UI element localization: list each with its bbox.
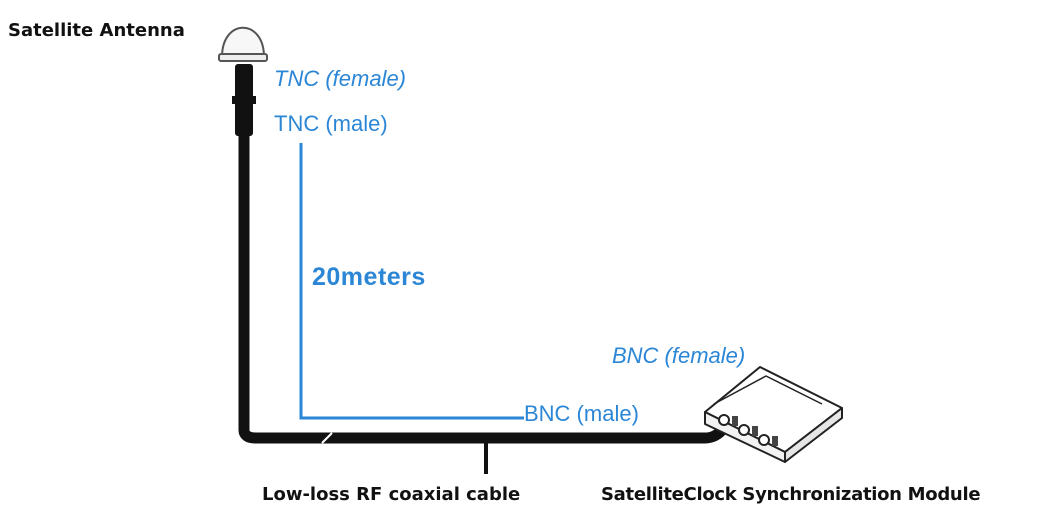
bnc-female-label: BNC (female) [612, 343, 746, 368]
cable-label: Low-loss RF coaxial cable [262, 484, 521, 505]
tnc-female-label: TNC (female) [274, 66, 407, 91]
module-label: SatelliteClock Synchronization Module [601, 484, 981, 505]
antenna-label: Satellite Antenna [8, 20, 185, 41]
tnc-male-label: TNC (male) [274, 111, 388, 136]
module-box-icon [704, 366, 843, 463]
length-bracket [299, 143, 524, 420]
antenna-dome-icon [218, 26, 268, 62]
bnc-male-label: BNC (male) [524, 401, 639, 426]
coaxial-cable [238, 128, 730, 444]
length-label: 20meters [312, 263, 426, 291]
